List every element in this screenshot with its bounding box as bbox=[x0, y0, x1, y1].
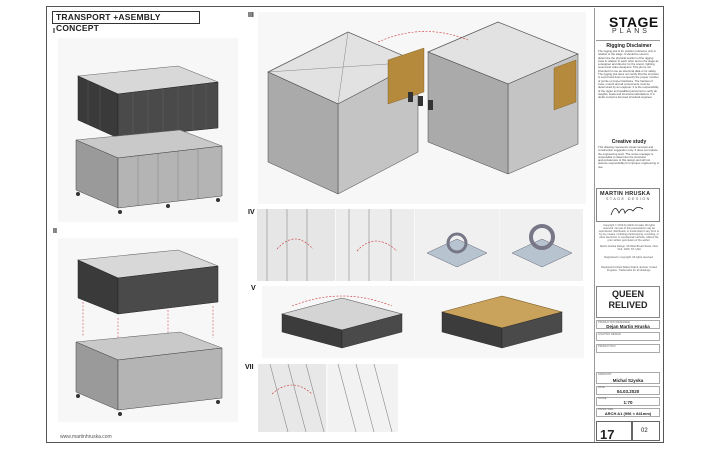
field-label: DATE bbox=[598, 386, 605, 389]
sheet-number-box bbox=[596, 421, 632, 441]
field-value: Dejan Martin Hruska bbox=[606, 324, 650, 329]
field-scale bbox=[596, 397, 660, 406]
copyright-text: Copyright © 2019 by Martin Hruska. All r… bbox=[598, 224, 660, 242]
field-value: ARCH A1 (996 × 841mm) bbox=[604, 411, 652, 416]
field-paper-size bbox=[596, 408, 660, 417]
show-title: QUEEN RELIVED bbox=[608, 289, 648, 310]
section-label-vii: VII bbox=[245, 364, 254, 371]
title-block bbox=[594, 8, 662, 442]
truss-detail-renders bbox=[258, 364, 398, 432]
rigging-disclaimer-title: Rigging Disclaimer bbox=[606, 43, 652, 49]
signature-icon bbox=[610, 207, 644, 216]
sheet-title: TRANSPORT +ASEMBLY CONCEPT bbox=[52, 11, 200, 33]
divider bbox=[596, 40, 660, 41]
designer-name: MARTIN HRUSKA bbox=[600, 191, 651, 197]
field-value: 04.03.2020 bbox=[616, 389, 640, 394]
render-panel-iv bbox=[257, 209, 583, 281]
field-production bbox=[596, 344, 660, 353]
connection-detail-renders bbox=[257, 209, 583, 281]
section-label-ii: II bbox=[53, 228, 57, 235]
field-label: PAPER SIZE bbox=[598, 408, 614, 411]
field-label: LIGHTING DESIGN bbox=[598, 333, 621, 336]
split-stage-render bbox=[267, 21, 579, 195]
section-label-iii: III bbox=[248, 12, 254, 19]
brand-logo-sub: PLANS bbox=[612, 28, 650, 35]
registered-text: Registered in copyright. All rights rese… bbox=[604, 256, 654, 259]
field-label: PRODUCTION bbox=[598, 345, 616, 348]
sheet-number: 17 bbox=[600, 427, 615, 442]
field-label: DRAWN BY bbox=[598, 373, 612, 376]
revision-box bbox=[632, 421, 660, 441]
field-label: SCALE bbox=[598, 397, 607, 400]
rigging-disclaimer-text: The rigging plot is for position referen… bbox=[598, 50, 659, 100]
render-panel-i bbox=[58, 38, 238, 222]
field-drawn-by bbox=[596, 372, 660, 384]
render-panel-iii bbox=[258, 12, 586, 204]
field-value: 1:70 bbox=[623, 400, 633, 405]
field-lighting-design bbox=[596, 332, 660, 341]
field-date bbox=[596, 386, 660, 395]
render-panel-ii bbox=[58, 238, 238, 422]
stacked-stage-render bbox=[75, 65, 223, 214]
field-label: PRODUCTION DESIGNER bbox=[598, 321, 630, 324]
field-value: Michal Szyska bbox=[612, 378, 644, 383]
brand-logo: STAGE bbox=[609, 14, 659, 30]
section-label-v: V bbox=[251, 285, 256, 292]
designer-address: Martin Hruska Design. 60 West Broad Stre… bbox=[600, 245, 658, 252]
designer-logo-box bbox=[596, 188, 660, 222]
creative-study-title: Creative study bbox=[611, 139, 647, 145]
trademark-notice: Registered United States Patent, Europe,… bbox=[601, 266, 657, 273]
assembled-stage-renders bbox=[280, 295, 564, 349]
revision-number: 02 bbox=[641, 428, 648, 434]
field-production-designer bbox=[596, 320, 660, 329]
footer-website: www.martinhruska.com bbox=[60, 434, 112, 440]
section-label-i: I bbox=[53, 28, 55, 35]
exploded-stage-render bbox=[75, 249, 223, 416]
render-panel-vii bbox=[258, 364, 398, 432]
show-title-box bbox=[596, 286, 660, 318]
section-label-iv: IV bbox=[248, 209, 255, 216]
creative-study-text: This drawing represents visual concepts … bbox=[598, 146, 660, 169]
designer-subtitle: STAGE DESIGN bbox=[606, 197, 651, 201]
render-panel-v bbox=[262, 286, 584, 358]
